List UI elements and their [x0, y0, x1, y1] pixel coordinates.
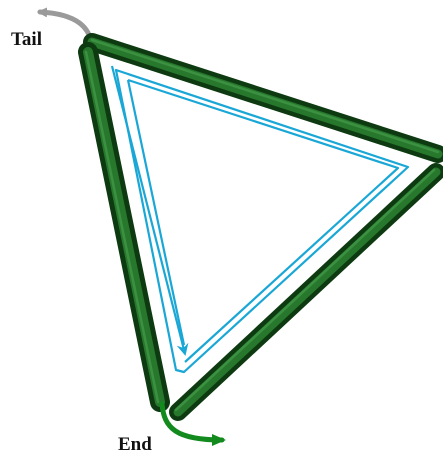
end-label: End — [118, 434, 152, 455]
tail-label: Tail — [11, 29, 42, 50]
tube-top-edge — [92, 40, 438, 154]
tube-right-edge — [176, 170, 436, 412]
